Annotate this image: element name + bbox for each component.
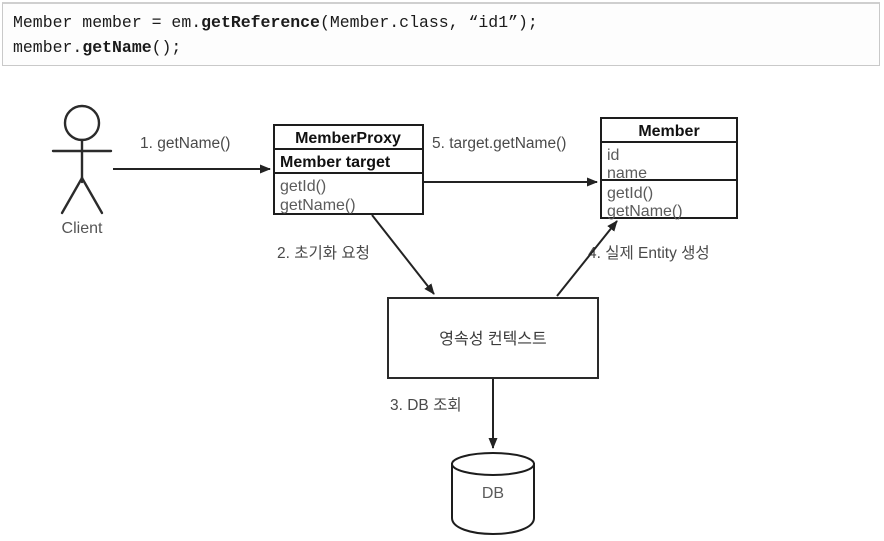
- member-outline: [600, 117, 738, 219]
- actor-right-leg-line: [80, 176, 104, 215]
- actor-left-leg-line: [60, 176, 84, 215]
- message-5-label: 5. target.getName(): [432, 135, 566, 152]
- member-method-1: getName(): [607, 203, 683, 220]
- member-method-0: getId(): [607, 185, 653, 202]
- code-line-2-part-3: ();: [151, 38, 182, 57]
- message-2-arrow: [371, 214, 435, 295]
- memberproxy-method-1: getName(): [280, 197, 356, 214]
- message-2-label: 2. 초기화 요청: [277, 244, 370, 262]
- actor-label: Client: [62, 220, 103, 237]
- message-5-group: 5. target.getName(): [424, 135, 598, 187]
- code-line-1-part-3: (Member.class, “id1”);: [319, 13, 538, 32]
- memberproxy-title: MemberProxy: [295, 130, 401, 147]
- database-body-shape: [451, 463, 535, 536]
- code-line-2-part-2: getName: [82, 38, 152, 57]
- proxy-sequence-diagram: Client 1. getName() MemberProxy Member t…: [51, 104, 738, 536]
- message-4-arrow: [556, 220, 618, 297]
- member-title: Member: [638, 123, 699, 140]
- actor-client: Client: [51, 104, 113, 237]
- message-4-label: 4. 실제 Entity 생성: [588, 244, 710, 262]
- message-1-group: 1. getName(): [113, 135, 271, 174]
- persistence-context-outline: [387, 297, 599, 379]
- class-box-memberproxy: MemberProxy Member target getId() getNam…: [273, 124, 424, 215]
- database-top-ellipse: [451, 452, 535, 476]
- message-4-group: 4. 실제 Entity 생성: [556, 220, 710, 297]
- code-line-1: Member member = em.getReference(Member.c…: [13, 13, 538, 32]
- memberproxy-method-0: getId(): [280, 178, 326, 195]
- code-line-1-part-2: getReference: [201, 13, 320, 32]
- message-3-group: 3. DB 조회: [390, 379, 498, 449]
- persistence-context-box: 영속성 컨텍스트: [387, 297, 599, 379]
- message-1-label: 1. getName(): [140, 135, 230, 152]
- message-3-label: 3. DB 조회: [390, 396, 462, 414]
- message-2-group: 2. 초기화 요청: [277, 214, 435, 295]
- database-label: DB: [482, 485, 504, 502]
- actor-head-icon: [63, 104, 101, 142]
- persistence-context-label: 영속성 컨텍스트: [439, 330, 547, 348]
- database-cylinder: DB: [451, 452, 535, 536]
- member-attribute-0: id: [607, 147, 619, 164]
- code-line-1-part-1: Member member = em.: [13, 13, 202, 32]
- code-line-2: member.getName();: [13, 38, 181, 57]
- memberproxy-outline: [273, 124, 424, 215]
- class-box-member: Member id name getId() getName(): [600, 117, 738, 220]
- code-line-2-part-1: member.: [13, 38, 83, 57]
- member-attribute-1: name: [607, 165, 647, 182]
- code-snippet-block: Member member = em.getReference(Member.c…: [2, 2, 880, 66]
- memberproxy-attribute-0: Member target: [280, 154, 391, 171]
